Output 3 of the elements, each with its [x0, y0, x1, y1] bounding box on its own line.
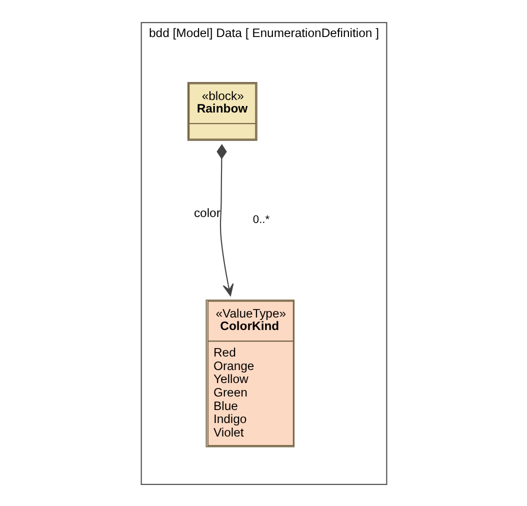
arrow	[216, 143, 234, 296]
label: 0..*	[252, 213, 270, 226]
edge-label: color	[193, 205, 220, 220]
